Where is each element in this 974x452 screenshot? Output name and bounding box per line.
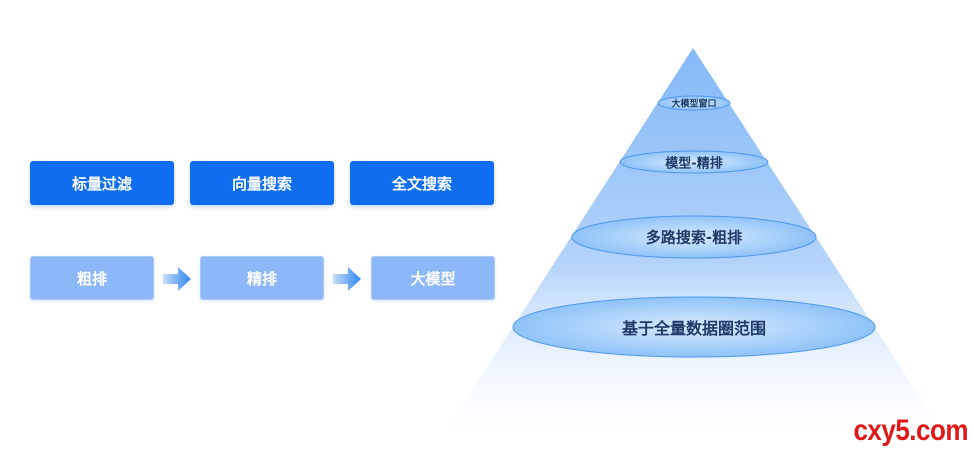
stage-box-label: 粗排 [76, 269, 107, 288]
pyramid-layer-3-label: 多路搜索-粗排 [645, 228, 743, 247]
pyramid-layer-2 [619, 150, 769, 174]
stage-box-fine-rank: 精排 [200, 256, 324, 300]
watermark-logo: cxy5.com [853, 412, 968, 447]
pyramid-layer-4 [512, 296, 876, 358]
filter-box-vector-search: 向量搜索 [190, 161, 334, 205]
stage-box-coarse-rank: 粗排 [30, 256, 154, 300]
arrow-right-icon [163, 267, 191, 291]
filter-box-fulltext-search: 全文搜索 [350, 161, 494, 205]
filter-box-scalar: 标量过滤 [30, 161, 174, 205]
pyramid-layer-1-label: 大模型窗口 [671, 99, 717, 110]
pyramid-layer-3 [571, 215, 817, 259]
arrow-right-icon [333, 267, 361, 291]
stage-box-label: 精排 [246, 269, 277, 288]
pyramid-layer-2-label: 模型-精排 [665, 156, 723, 172]
filter-box-label: 全文搜索 [391, 174, 452, 193]
stage-box-label: 大模型 [410, 269, 456, 288]
pyramid-layer-4-label: 基于全量数据圈范围 [621, 319, 767, 338]
filter-box-label: 标量过滤 [71, 174, 132, 193]
stage-box-llm: 大模型 [371, 256, 495, 300]
filter-box-label: 向量搜索 [231, 174, 292, 193]
pyramid-layer-1 [657, 95, 731, 111]
